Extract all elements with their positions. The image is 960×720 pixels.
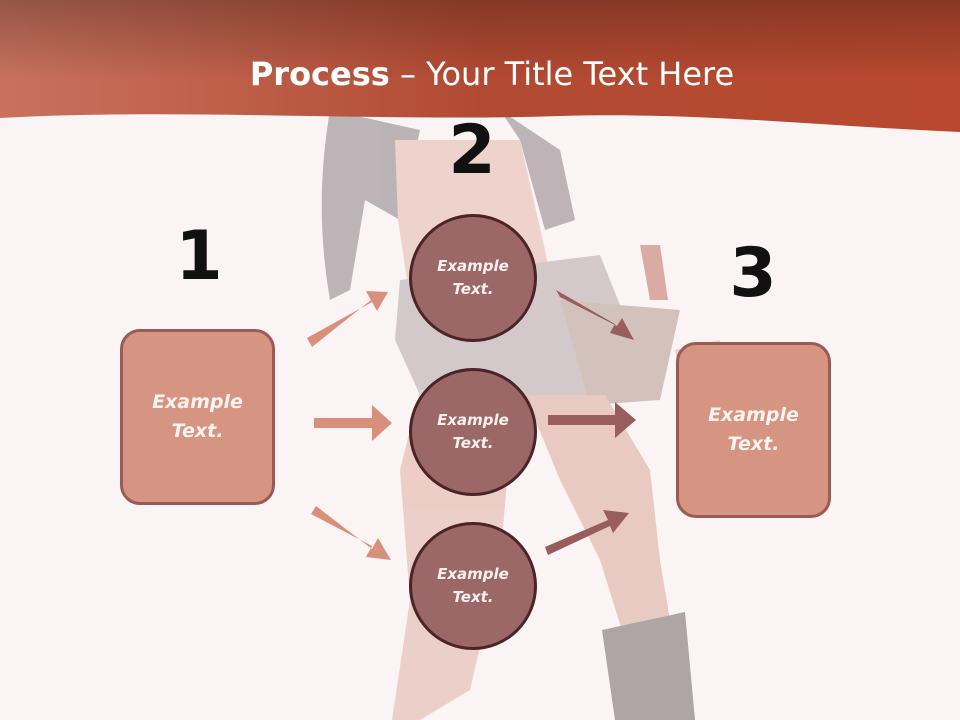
arrow-circle-3-to-3 [545, 510, 629, 555]
circle-1-label: Example Text. [437, 257, 509, 298]
arrow-circle-2-to-3 [548, 402, 636, 438]
step-3-label: Example Text. [708, 404, 799, 455]
step-number-2: 2 [448, 111, 496, 190]
title-rest-part: – Your Title Text Here [389, 55, 735, 93]
title-bold-part: Process [249, 55, 390, 93]
step-1-label: Example Text. [152, 391, 243, 442]
arrow-1-to-circle-2 [314, 405, 392, 441]
title-banner [0, 0, 960, 132]
page-title: Process – Your Title Text Here [0, 52, 960, 96]
arrow-circle-1-to-3 [556, 290, 634, 340]
step-3-box: Example Text. [676, 342, 831, 518]
step-number-1: 1 [175, 217, 223, 296]
circle-2: Example Text. [409, 368, 537, 496]
circle-3: Example Text. [409, 522, 537, 650]
arrow-1-to-circle-1 [307, 291, 388, 347]
circle-3-label: Example Text. [437, 565, 509, 606]
circle-2-label: Example Text. [437, 411, 509, 452]
arrow-1-to-circle-3 [311, 506, 391, 560]
step-1-box: Example Text. [120, 329, 275, 505]
step-number-3: 3 [729, 234, 777, 313]
circle-1: Example Text. [409, 214, 537, 342]
